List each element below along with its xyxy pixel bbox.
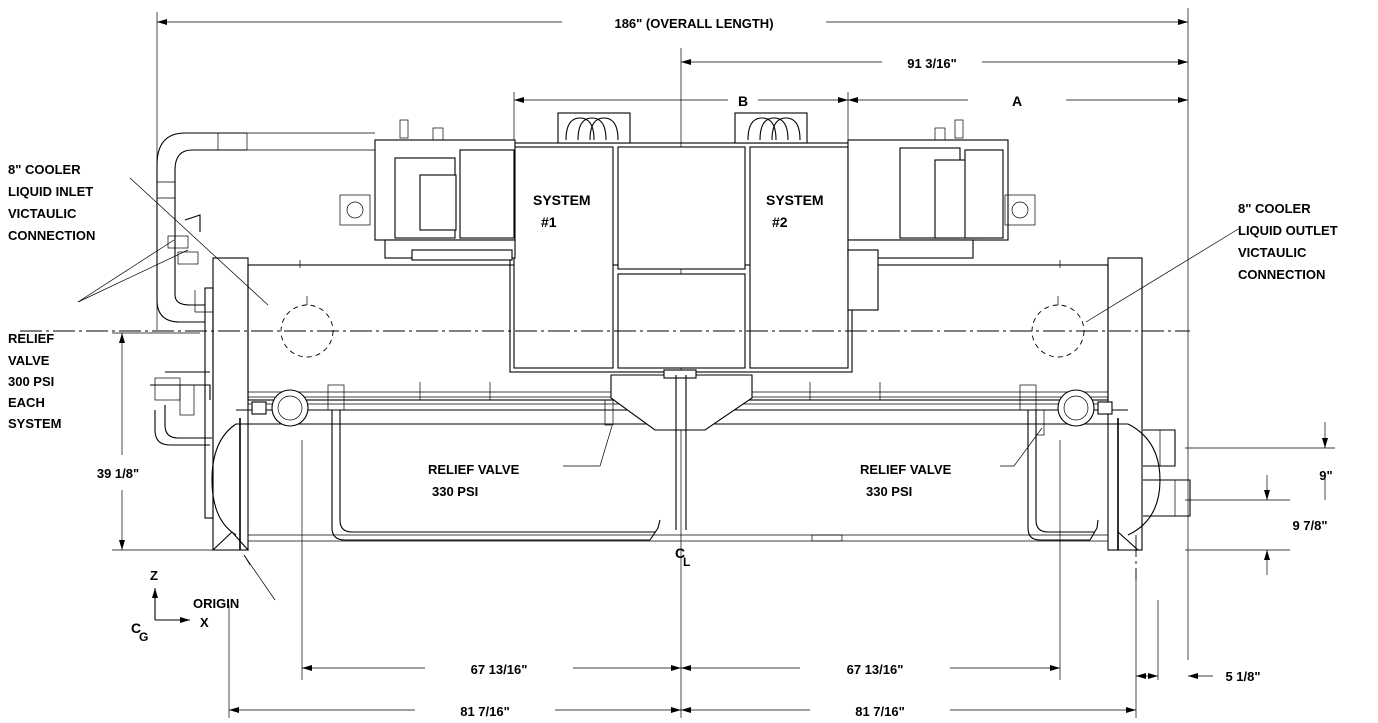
system1-label: SYSTEM #1 — [533, 192, 591, 230]
svg-text:SYSTEM: SYSTEM — [533, 192, 591, 208]
svg-text:300 PSI: 300 PSI — [8, 374, 54, 389]
svg-text:C: C — [131, 620, 141, 636]
callout-texts: 8" COOLER LIQUID INLET VICTAULIC CONNECT… — [8, 162, 1338, 644]
svg-text:LIQUID OUTLET: LIQUID OUTLET — [1238, 223, 1338, 238]
centerline-symbol: C L — [675, 545, 690, 569]
axis-x-label: X — [200, 615, 209, 630]
outlet-label: 8" COOLER LIQUID OUTLET VICTAULIC CONNEC… — [1238, 201, 1338, 282]
leader-lines — [77, 177, 1241, 601]
svg-text:G: G — [139, 630, 148, 644]
right-inner-dim: 67 13/16" — [847, 662, 904, 677]
svg-text:SYSTEM: SYSTEM — [766, 192, 824, 208]
svg-text:330 PSI: 330 PSI — [432, 484, 478, 499]
svg-text:8" COOLER: 8" COOLER — [1238, 201, 1311, 216]
svg-text:330 PSI: 330 PSI — [866, 484, 912, 499]
svg-text:#2: #2 — [772, 214, 788, 230]
relief-300-label: RELIEF VALVE 300 PSI EACH SYSTEM — [8, 331, 61, 431]
compressor-right — [734, 112, 1036, 311]
svg-text:SYSTEM: SYSTEM — [8, 416, 61, 431]
dim-a: A — [1012, 93, 1022, 109]
svg-text:8" COOLER: 8" COOLER — [8, 162, 81, 177]
origin-label: ORIGIN — [193, 596, 239, 611]
svg-text:C: C — [675, 545, 685, 561]
overall-length-dim: 186" (OVERALL LENGTH) — [614, 16, 773, 31]
cg-symbol: C G — [131, 620, 148, 644]
right-outer-dim: 81 7/16" — [855, 704, 905, 719]
nozzle-lower-dim: 9 7/8" — [1292, 518, 1327, 533]
dimension-texts: 186" (OVERALL LENGTH) 91 3/16" B A 39 1/… — [97, 16, 1333, 719]
svg-text:CONNECTION: CONNECTION — [8, 228, 95, 243]
relief-330-right-label: RELIEF VALVE 330 PSI — [860, 462, 952, 499]
dimension-lines — [112, 8, 1335, 718]
svg-text:VICTAULIC: VICTAULIC — [8, 206, 77, 221]
nozzle-upper-dim: 9" — [1319, 468, 1332, 483]
svg-text:VICTAULIC: VICTAULIC — [1238, 245, 1307, 260]
height-dim: 39 1/8" — [97, 466, 139, 481]
center-to-end-dim: 91 3/16" — [907, 56, 957, 71]
left-inner-dim: 67 13/16" — [471, 662, 528, 677]
svg-text:#1: #1 — [541, 214, 557, 230]
svg-text:RELIEF VALVE: RELIEF VALVE — [428, 462, 520, 477]
left-outer-dim: 81 7/16" — [460, 704, 510, 719]
svg-text:LIQUID INLET: LIQUID INLET — [8, 184, 93, 199]
offset-right-dim: 5 1/8" — [1225, 669, 1260, 684]
chiller-unit — [150, 112, 1191, 551]
inlet-label: 8" COOLER LIQUID INLET VICTAULIC CONNECT… — [8, 162, 95, 243]
svg-text:EACH: EACH — [8, 395, 45, 410]
system2-label: SYSTEM #2 — [766, 192, 824, 230]
compressor-left — [339, 112, 631, 261]
dim-b: B — [738, 93, 748, 109]
axis-z-label: Z — [150, 568, 158, 583]
svg-text:CONNECTION: CONNECTION — [1238, 267, 1325, 282]
relief-330-left-label: RELIEF VALVE 330 PSI — [428, 462, 520, 499]
svg-text:RELIEF: RELIEF — [8, 331, 54, 346]
svg-text:RELIEF VALVE: RELIEF VALVE — [860, 462, 952, 477]
svg-text:L: L — [683, 555, 690, 569]
axis-indicator — [152, 588, 190, 623]
svg-text:VALVE: VALVE — [8, 353, 50, 368]
